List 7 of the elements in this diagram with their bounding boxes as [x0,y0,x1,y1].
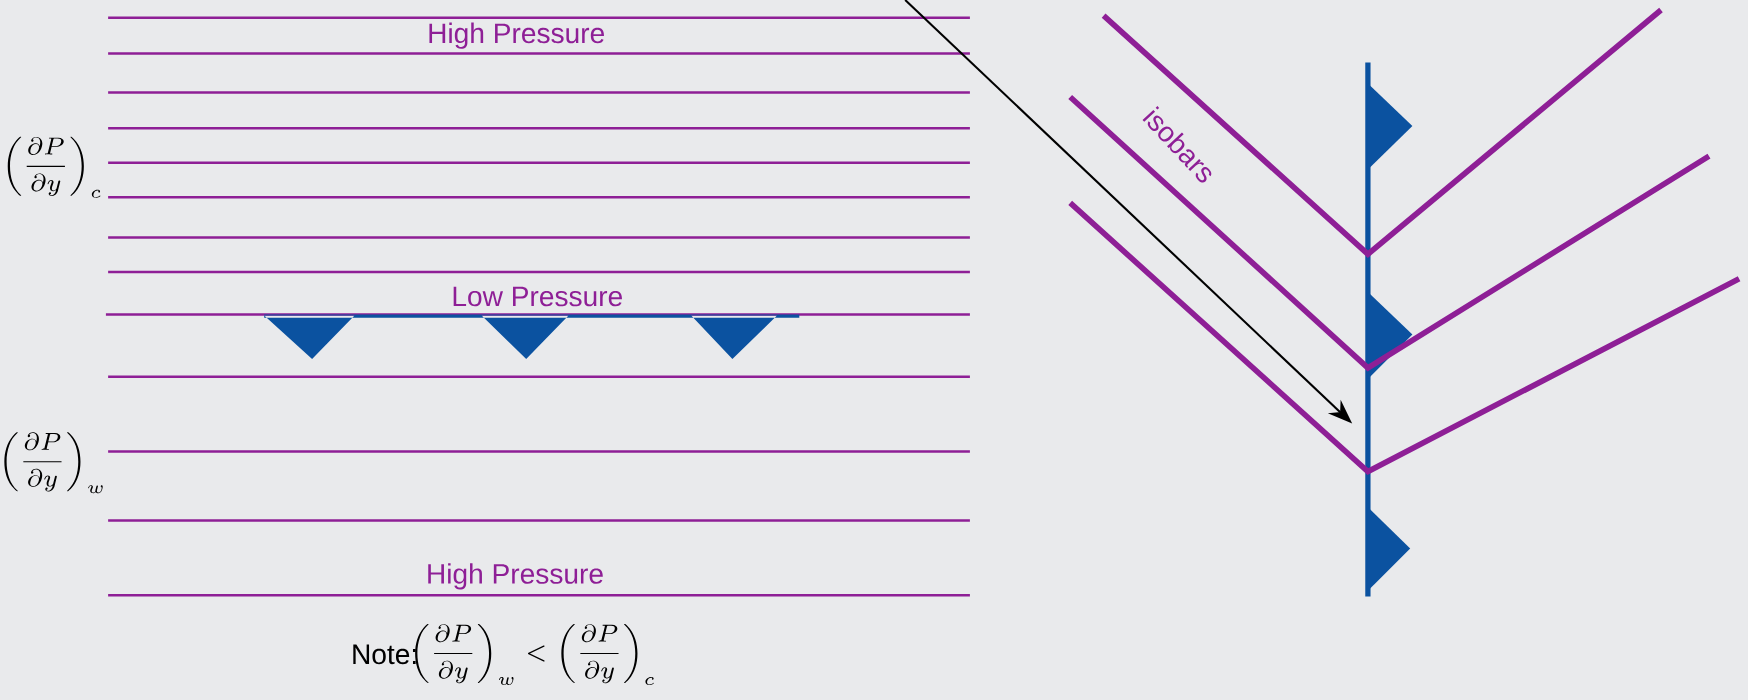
text-label: Low Pressure [453,286,622,307]
note-text: Note: [353,644,416,665]
text-label: High Pressure [429,22,604,49]
formula: $\left(\frac{\partial P}{\partial y}\right)_{w} < \left(\frac{\partial P}{\partial y}\right)_{c}$ [415,624,655,685]
text-label: High Pressure [428,563,603,590]
formula: $\left(\frac{\partial P}{\partial y}\right)_{c}$ [7,136,101,198]
formula: $\left(\frac{\partial P}{\partial y}\right)_{w}$ [4,432,103,494]
